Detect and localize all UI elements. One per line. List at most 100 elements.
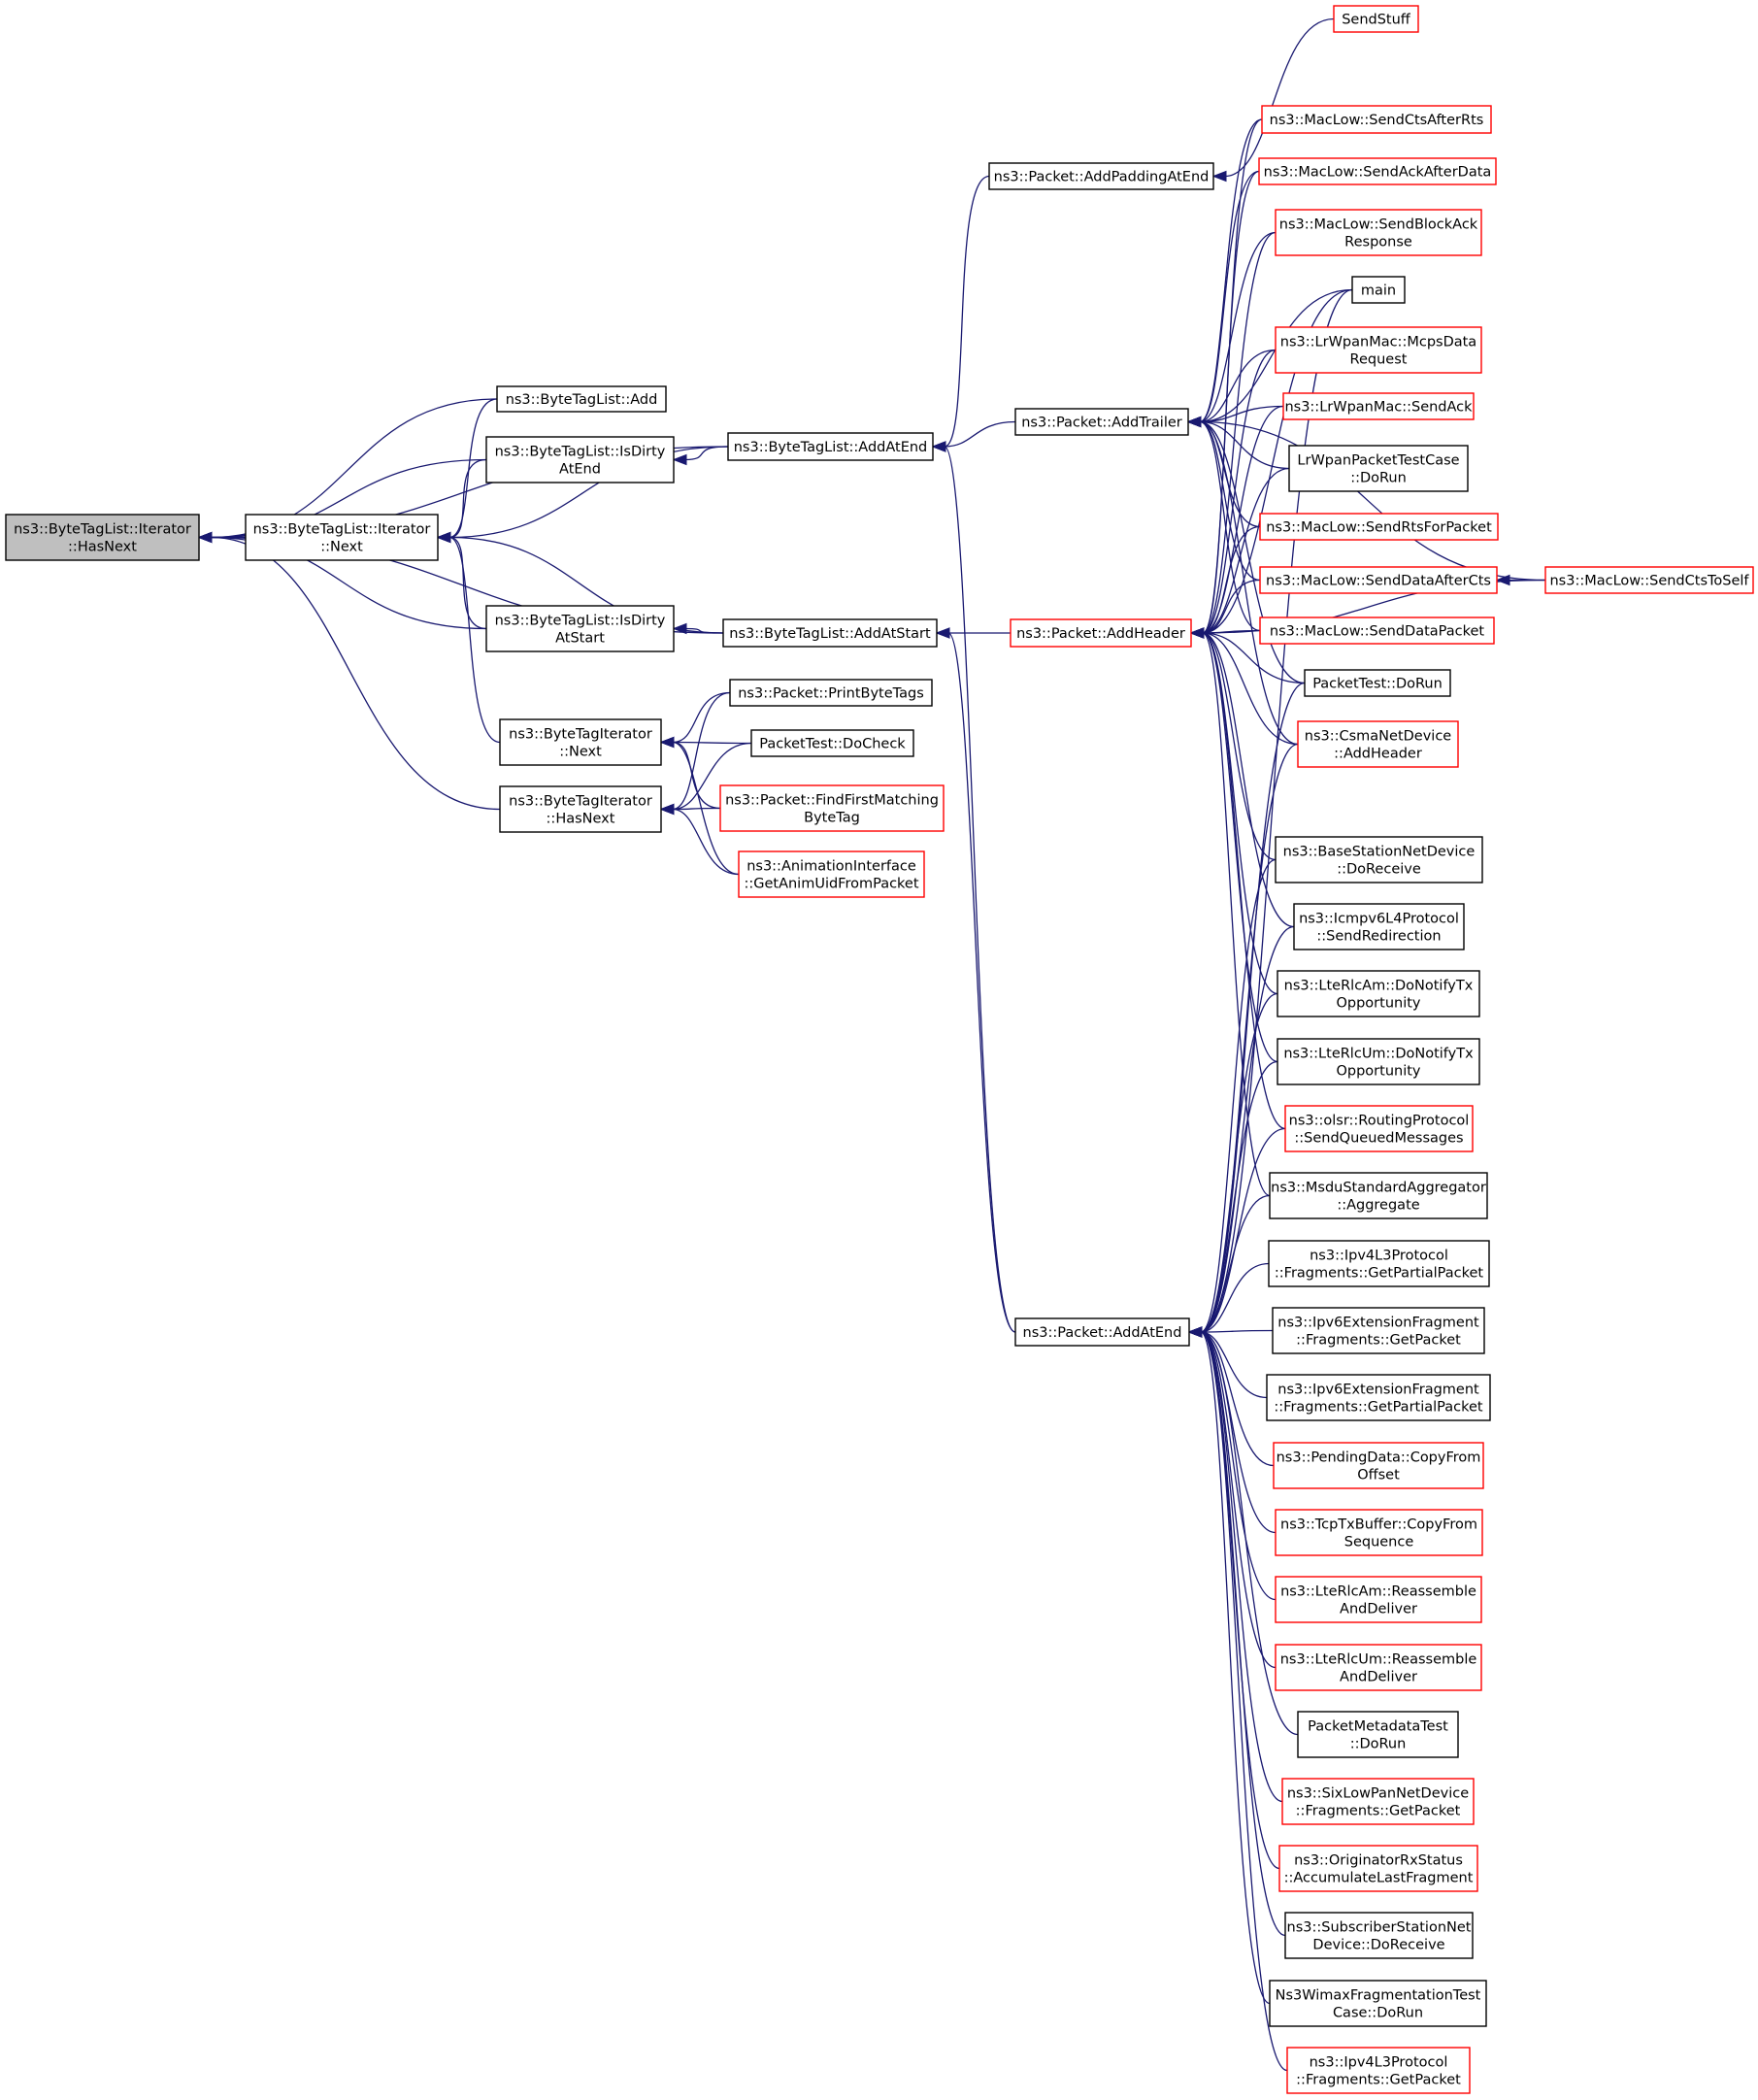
function-node[interactable]: ns3::Ipv4L3Protocol::Fragments::GetPacke… — [1286, 2047, 1471, 2094]
node-label: ns3::ByteTagList::Iterator — [253, 522, 431, 538]
node-label: ::Next — [320, 540, 363, 555]
node-label: LrWpanPacketTestCase — [1297, 453, 1459, 469]
node-box — [1269, 1172, 1488, 1219]
node-label: ns3::SixLowPanNetDevice — [1287, 1786, 1469, 1802]
node-label: ns3::MacLow::SendDataAfterCts — [1266, 574, 1491, 589]
node-label: ns3::Icmpv6L4Protocol — [1299, 912, 1459, 927]
function-node[interactable]: ns3::MsduStandardAggregator::Aggregate — [1269, 1172, 1488, 1219]
node-label: ns3::ByteTagIterator — [509, 794, 652, 810]
node-label: Opportunity — [1336, 996, 1420, 1012]
node-box — [1275, 1576, 1482, 1623]
node-label: Offset — [1357, 1468, 1400, 1483]
node-label: ::Next — [559, 745, 602, 760]
node-label: ns3::SubscriberStationNet — [1287, 1920, 1472, 1936]
node-box — [1544, 566, 1754, 594]
node-label: ::Fragments::GetPartialPacket — [1275, 1266, 1484, 1282]
node-box — [485, 436, 675, 483]
node-label: ::Fragments::GetPacket — [1296, 1804, 1461, 1819]
function-node[interactable]: ns3::ByteTagIterator::Next — [499, 718, 662, 766]
node-box — [722, 618, 938, 648]
function-node[interactable]: ns3::ByteTagList::Iterator::HasNext — [5, 514, 200, 561]
function-node[interactable]: ns3::Packet::AddHeader — [1010, 618, 1192, 648]
node-label: ByteTag — [804, 811, 860, 826]
node-box — [1010, 618, 1192, 648]
function-node[interactable]: ns3::Ipv6ExtensionFragment::Fragments::G… — [1266, 1374, 1491, 1421]
function-node[interactable]: ns3::ByteTagList::AddAtStart — [722, 618, 938, 648]
function-node[interactable]: ns3::SubscriberStationNetDevice::DoRecei… — [1284, 1912, 1474, 1959]
function-node[interactable]: ns3::Packet::PrintByteTags — [729, 679, 933, 707]
function-node[interactable]: ns3::OriginatorRxStatus::AccumulateLastF… — [1278, 1845, 1478, 1892]
node-box — [727, 432, 934, 461]
function-node[interactable]: ns3::Packet::AddTrailer — [1014, 408, 1189, 436]
function-node[interactable]: ns3::SixLowPanNetDevice::Fragments::GetP… — [1281, 1778, 1475, 1825]
node-label: ::DoReceive — [1337, 862, 1421, 878]
node-box — [1266, 1374, 1491, 1421]
node-label: main — [1361, 283, 1396, 299]
node-label: ns3::LteRlcUm::DoNotifyTx — [1283, 1047, 1474, 1062]
node-box — [1259, 513, 1499, 541]
node-label: ::SendQueuedMessages — [1294, 1131, 1463, 1147]
function-node[interactable]: PacketTest::DoRun — [1304, 669, 1451, 697]
function-node[interactable]: PacketTest::DoCheck — [750, 729, 914, 757]
function-node[interactable]: ns3::MacLow::SendDataAfterCts — [1259, 566, 1498, 594]
node-box — [1272, 1307, 1485, 1354]
function-node[interactable]: SendStuff — [1333, 5, 1419, 33]
function-node[interactable]: ns3::ByteTagList::Iterator::Next — [245, 514, 439, 561]
node-label: Sequence — [1344, 1535, 1414, 1550]
node-box — [750, 729, 914, 757]
node-box — [245, 514, 439, 561]
call-edge — [931, 441, 1016, 1333]
function-node[interactable]: ns3::ByteTagList::Add — [496, 385, 667, 413]
node-box — [1288, 445, 1469, 492]
node-label: ns3::Packet::AddHeader — [1016, 626, 1185, 642]
node-label: ns3::MacLow::SendAckAfterData — [1264, 165, 1492, 181]
node-box — [1014, 1317, 1190, 1347]
node-box — [1278, 1845, 1478, 1892]
call-edge — [659, 803, 740, 876]
function-node[interactable]: ns3::ByteTagIterator::HasNext — [499, 785, 662, 833]
function-node[interactable]: ns3::MacLow::SendCtsAfterRts — [1261, 105, 1492, 134]
function-node[interactable]: ns3::MacLow::SendCtsToSelf — [1544, 566, 1754, 594]
function-node[interactable]: ns3::Icmpv6L4Protocol::SendRedirection — [1293, 903, 1465, 950]
node-label: ns3::Packet::AddTrailer — [1021, 416, 1182, 431]
function-node[interactable]: ns3::Packet::AddPaddingAtEnd — [988, 162, 1214, 190]
function-node[interactable]: ns3::olsr::RoutingProtocol::SendQueuedMe… — [1284, 1105, 1474, 1152]
function-node[interactable]: ns3::Ipv6ExtensionFragment::Fragments::G… — [1272, 1307, 1485, 1354]
function-node[interactable]: ns3::MacLow::SendRtsForPacket — [1259, 513, 1499, 541]
node-box — [1286, 2047, 1471, 2094]
function-node[interactable]: ns3::MacLow::SendAckAfterData — [1258, 157, 1497, 185]
node-box — [1275, 1644, 1482, 1691]
node-box — [988, 162, 1214, 190]
function-node[interactable]: ns3::CsmaNetDevice::AddHeader — [1297, 720, 1459, 768]
function-node[interactable]: ns3::BaseStationNetDevice::DoReceive — [1275, 836, 1483, 883]
node-label: AtEnd — [559, 462, 601, 478]
node-label: AndDeliver — [1340, 1602, 1417, 1617]
function-node[interactable]: PacketMetadataTest::DoRun — [1297, 1711, 1459, 1758]
function-node[interactable]: ns3::MacLow::SendDataPacket — [1259, 617, 1495, 645]
function-node[interactable]: ns3::AnimationInterface::GetAnimUidFromP… — [738, 850, 925, 898]
function-node[interactable]: ns3::LrWpanMac::SendAck — [1282, 392, 1475, 420]
node-box — [1258, 157, 1497, 185]
function-node[interactable]: ns3::Packet::AddAtEnd — [1014, 1317, 1190, 1347]
function-node[interactable]: ns3::Ipv4L3Protocol::Fragments::GetParti… — [1268, 1240, 1490, 1287]
node-box — [485, 605, 675, 652]
function-node[interactable]: main — [1351, 276, 1406, 304]
node-label: ns3::MacLow::SendRtsForPacket — [1266, 520, 1492, 536]
function-node[interactable]: LrWpanPacketTestCase::DoRun — [1288, 445, 1469, 492]
function-node[interactable]: ns3::ByteTagList::AddAtEnd — [727, 432, 934, 461]
node-label: ns3::LrWpanMac::SendAck — [1284, 400, 1473, 416]
